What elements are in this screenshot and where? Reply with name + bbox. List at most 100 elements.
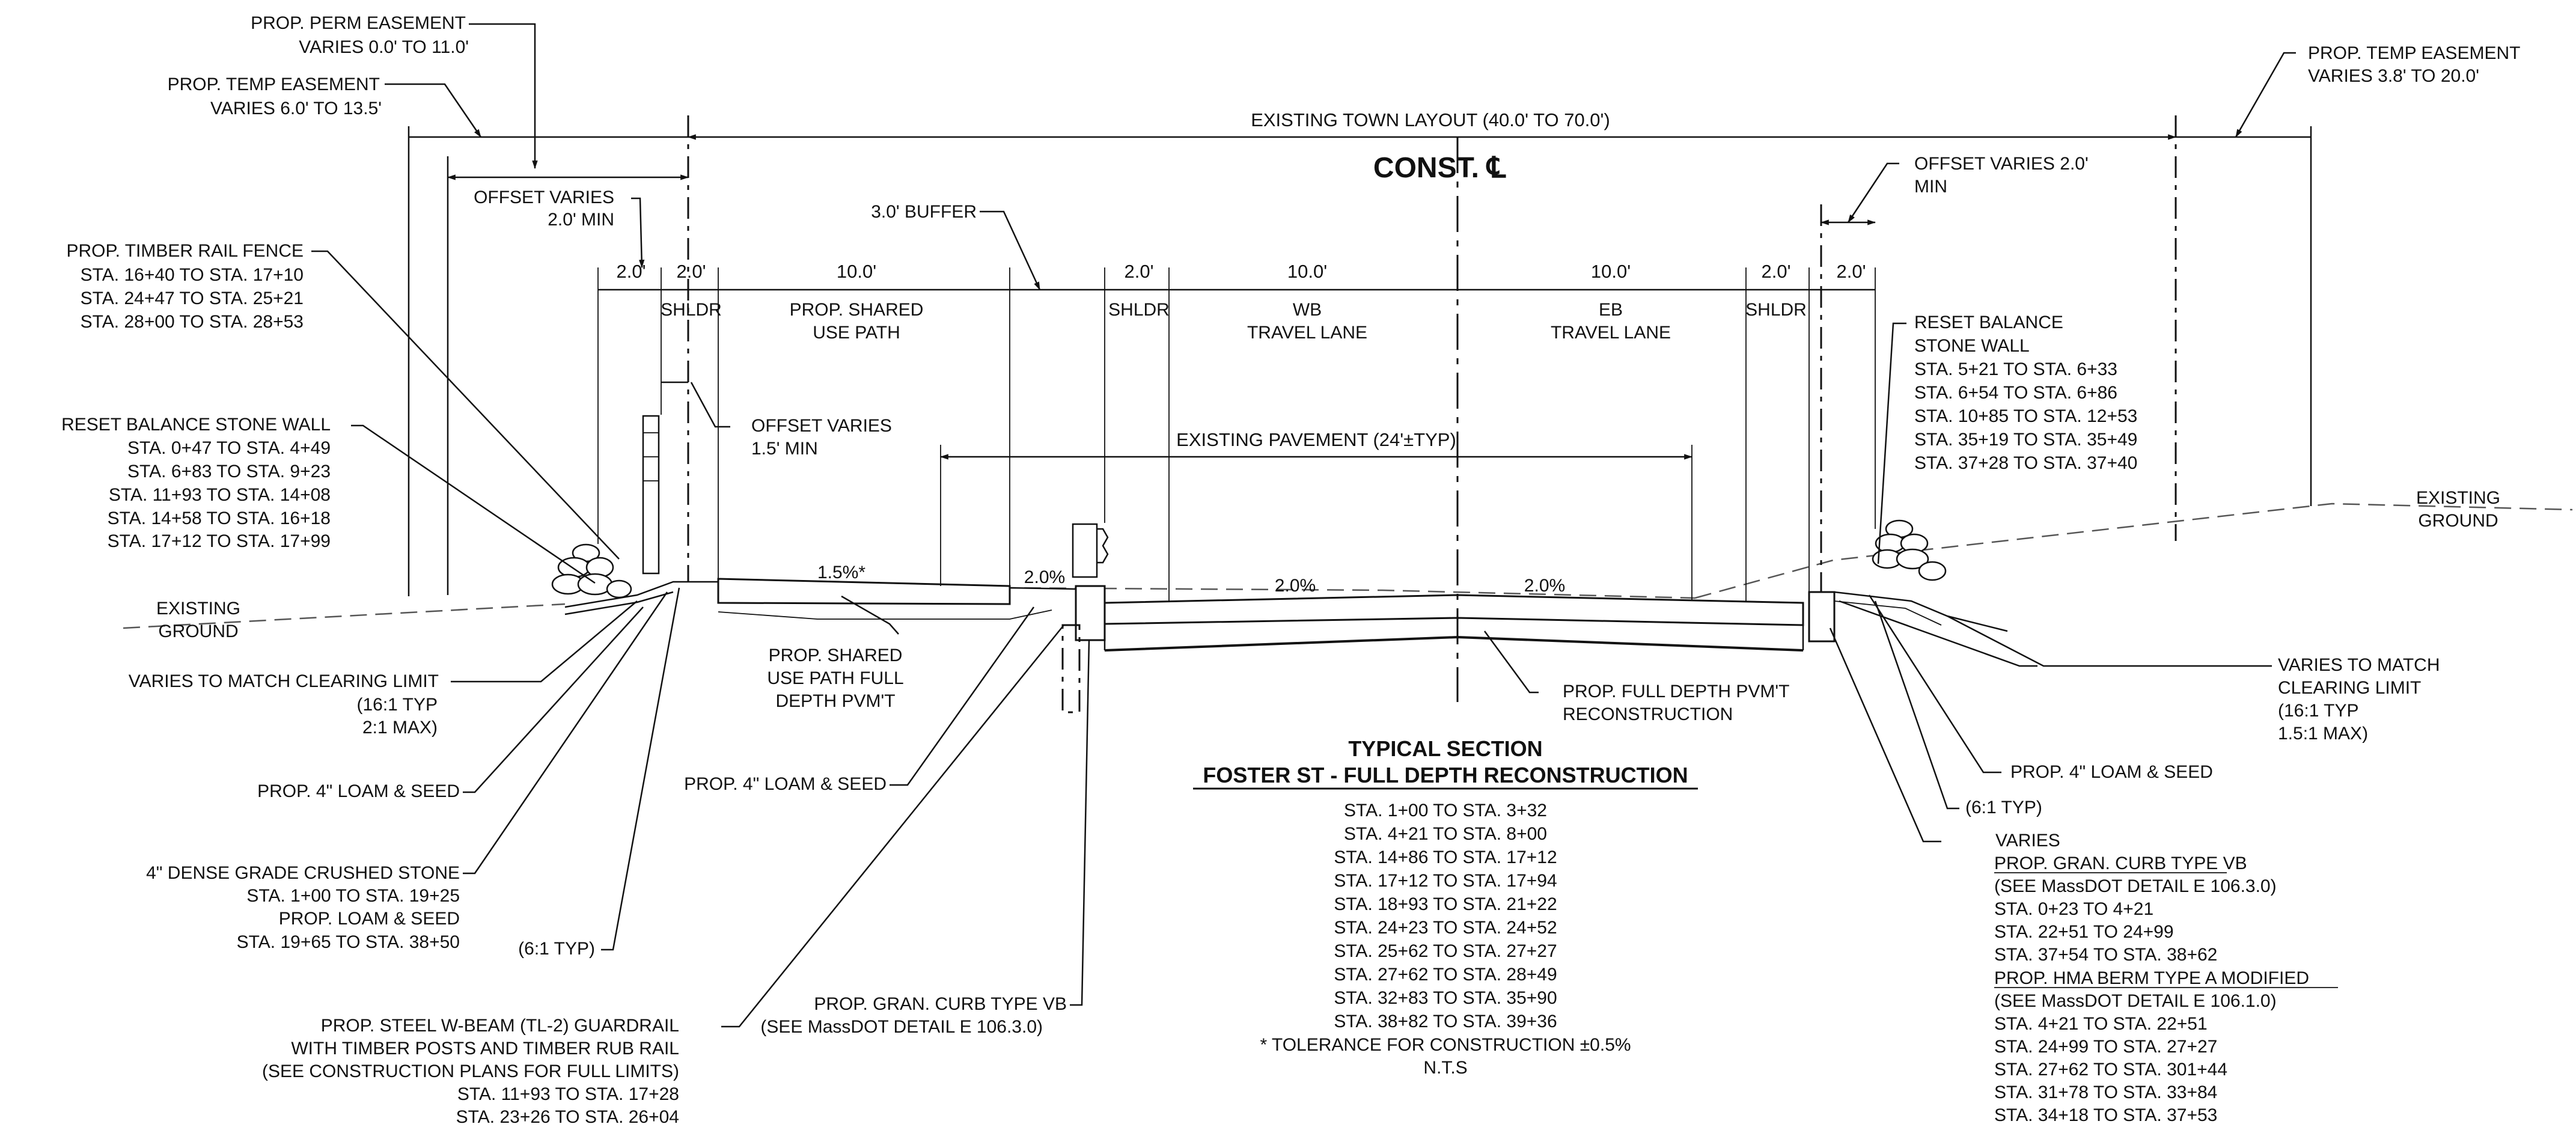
offset-varies-left-1: OFFSET VARIES (474, 188, 614, 207)
stone-wall-right (1872, 519, 1947, 581)
eb-slope-label: 2.0% (1524, 576, 1565, 596)
timber-fence-2: STA. 16+40 TO STA. 17+10 (81, 265, 304, 285)
varies-match-right-1: VARIES TO MATCH (2278, 655, 2440, 675)
berm-6: STA. 34+18 TO STA. 37+53 (1994, 1105, 2217, 1125)
path-label-1: PROP. SHARED (790, 300, 924, 320)
lane-labels: 2.0' 2.0' SHLDR 10.0' PROP. SHARED USE P… (616, 261, 1866, 343)
dim-2ft-e: 2.0' (1836, 261, 1866, 282)
granite-curb-left (1075, 585, 1106, 641)
section-title: TYPICAL SECTION (1348, 736, 1542, 761)
path-width: 10.0' (837, 261, 876, 282)
existing-ground-left-2: GROUND (158, 621, 238, 641)
curb-right-4: STA. 37+54 TO STA. 38+62 (1994, 945, 2217, 965)
curb-right-1: (SEE MassDOT DETAIL E 106.3.0) (1994, 876, 2277, 896)
wb-label-1: WB (1293, 300, 1322, 320)
temp-easement-left-1: PROP. TEMP EASEMENT (168, 75, 380, 94)
temp-easement-left-2: VARIES 6.0' TO 13.5' (210, 99, 382, 118)
center-callouts: 3.0' BUFFER OFFSET VARIES 1.5' MIN PROP.… (684, 202, 1789, 1078)
crushed-stone-4: STA. 19+65 TO STA. 38+50 (237, 932, 460, 952)
varies-match-left-3: 2:1 MAX) (362, 718, 438, 737)
reset-wall-right-1: RESET BALANCE (1914, 313, 2063, 332)
crushed-stone-2: STA. 1+00 TO STA. 19+25 (246, 886, 460, 906)
path-pvmt-3: DEPTH PVM'T (775, 691, 895, 711)
existing-ground-line-mid (721, 585, 1695, 599)
path-slope-label: 1.5%* (817, 563, 865, 582)
timber-rail-fence (642, 415, 660, 575)
path-label-2: USE PATH (813, 323, 900, 343)
shoulder-left-label: SHLDR (661, 300, 722, 320)
perm-easement-2: VARIES 0.0' TO 11.0' (299, 37, 469, 57)
reset-wall-right-4: STA. 6+54 TO STA. 6+86 (1914, 383, 2117, 403)
reset-wall-left-6: STA. 17+12 TO STA. 17+99 (108, 531, 331, 551)
guardrail-post (1061, 624, 1081, 713)
left-grading-slope (564, 581, 718, 608)
guardrail-4: STA. 11+93 TO STA. 17+28 (457, 1084, 679, 1104)
wb-width: 10.0' (1287, 261, 1327, 282)
station-4: STA. 17+12 TO STA. 17+94 (1334, 871, 1557, 891)
full-depth-2: RECONSTRUCTION (1563, 704, 1733, 724)
wb-slope-label: 2.0% (1275, 576, 1316, 596)
perm-easement-1: PROP. PERM EASEMENT (251, 13, 466, 33)
guardrail-3: (SEE CONSTRUCTION PLANS FOR FULL LIMITS) (262, 1061, 679, 1081)
existing-town-layout-label: EXISTING TOWN LAYOUT (40.0' TO 70.0') (1251, 109, 1610, 130)
varies-match-left-1: VARIES TO MATCH CLEARING LIMIT (129, 671, 439, 691)
reset-wall-right-3: STA. 5+21 TO STA. 6+33 (1914, 359, 2117, 379)
temp-easement-right-1: PROP. TEMP EASEMENT (2308, 43, 2520, 63)
buffer-grass (1009, 587, 1076, 590)
crushed-stone-3: PROP. LOAM & SEED (279, 909, 460, 929)
timber-fence-4: STA. 28+00 TO STA. 28+53 (81, 312, 304, 332)
shoulder-eb-label: SHLDR (1745, 300, 1807, 320)
guardrail-5: STA. 23+26 TO STA. 26+04 (456, 1107, 679, 1127)
varies-right: VARIES (1995, 831, 2060, 850)
guardrail-w-beam (1097, 528, 1109, 564)
station-5: STA. 18+93 TO STA. 21+22 (1334, 894, 1557, 914)
reset-wall-left-2: STA. 0+47 TO STA. 4+49 (127, 438, 331, 458)
station-10: STA. 38+82 TO STA. 39+36 (1334, 1012, 1557, 1031)
leader-lines (311, 23, 2296, 1028)
six-one-right: (6:1 TYP) (1965, 798, 2042, 817)
shared-use-path-base (718, 609, 1052, 620)
berm-4: STA. 27+62 TO STA. 301+44 (1994, 1060, 2227, 1080)
station-list: STA. 1+00 TO STA. 3+32 STA. 4+21 TO STA.… (1334, 801, 1557, 1031)
existing-pavement-label: EXISTING PAVEMENT (24'±TYP) (1176, 429, 1456, 450)
berm-title: PROP. HMA BERM TYPE A MODIFIED (1994, 968, 2309, 988)
wb-label-2: TRAVEL LANE (1247, 323, 1367, 343)
buffer-slope-label: 2.0% (1024, 567, 1065, 587)
station-9: STA. 32+83 TO STA. 35+90 (1334, 988, 1557, 1008)
const-centerline-label: CONST. ℄ (1373, 152, 1506, 184)
path-pvmt-2: USE PATH FULL (767, 668, 903, 688)
varies-match-right-3: (16:1 TYP (2278, 701, 2359, 721)
berm-3: STA. 24+99 TO STA. 27+27 (1994, 1037, 2217, 1057)
reset-wall-right-5: STA. 10+85 TO STA. 12+53 (1914, 406, 2137, 426)
reset-wall-left-1: RESET BALANCE STONE WALL (61, 415, 331, 435)
varies-match-right-4: 1.5:1 MAX) (2278, 724, 2368, 744)
right-grading-slope (1834, 591, 2008, 632)
right-callouts: PROP. TEMP EASEMENT VARIES 3.8' TO 20.0'… (1914, 43, 2520, 1125)
tolerance-note: * TOLERANCE FOR CONSTRUCTION ±0.5% (1260, 1035, 1631, 1055)
buffer-label: 3.0' BUFFER (871, 202, 977, 222)
curb-center-2: (SEE MassDOT DETAIL E 106.3.0) (760, 1017, 1043, 1037)
station-8: STA. 27+62 TO STA. 28+49 (1334, 965, 1557, 985)
reset-wall-left-5: STA. 14+58 TO STA. 16+18 (108, 508, 331, 528)
offset-varies-left-2: 2.0' MIN (548, 210, 614, 230)
eb-width: 10.0' (1591, 261, 1631, 282)
roadway-pavement-surface (1103, 594, 1804, 626)
station-6: STA. 24+23 TO STA. 24+52 (1334, 918, 1557, 938)
section-subtitle: FOSTER ST - FULL DEPTH RECONSTRUCTION (1203, 763, 1688, 787)
existing-ground-line-right (1694, 502, 2573, 599)
reset-wall-left-3: STA. 6+83 TO STA. 9+23 (127, 462, 331, 481)
guardrail-2: WITH TIMBER POSTS AND TIMBER RUB RAIL (291, 1039, 679, 1058)
left-grading-slope-lower (564, 591, 674, 615)
timber-fence-3: STA. 24+47 TO STA. 25+21 (81, 289, 304, 308)
shoulder-wb-label: SHLDR (1108, 300, 1170, 320)
reset-wall-left-4: STA. 11+93 TO STA. 14+08 (109, 485, 331, 505)
reset-wall-right-7: STA. 37+28 TO STA. 37+40 (1914, 453, 2137, 473)
dim-2ft-b: 2.0' (676, 261, 706, 282)
berm-2: STA. 4+21 TO STA. 22+51 (1994, 1014, 2208, 1034)
stone-wall-left (551, 543, 632, 599)
dim-2ft-d: 2.0' (1761, 261, 1790, 282)
loam-seed-center: PROP. 4" LOAM & SEED (684, 774, 887, 794)
berm-1: (SEE MassDOT DETAIL E 106.1.0) (1994, 991, 2277, 1011)
station-2: STA. 4+21 TO STA. 8+00 (1344, 824, 1547, 844)
